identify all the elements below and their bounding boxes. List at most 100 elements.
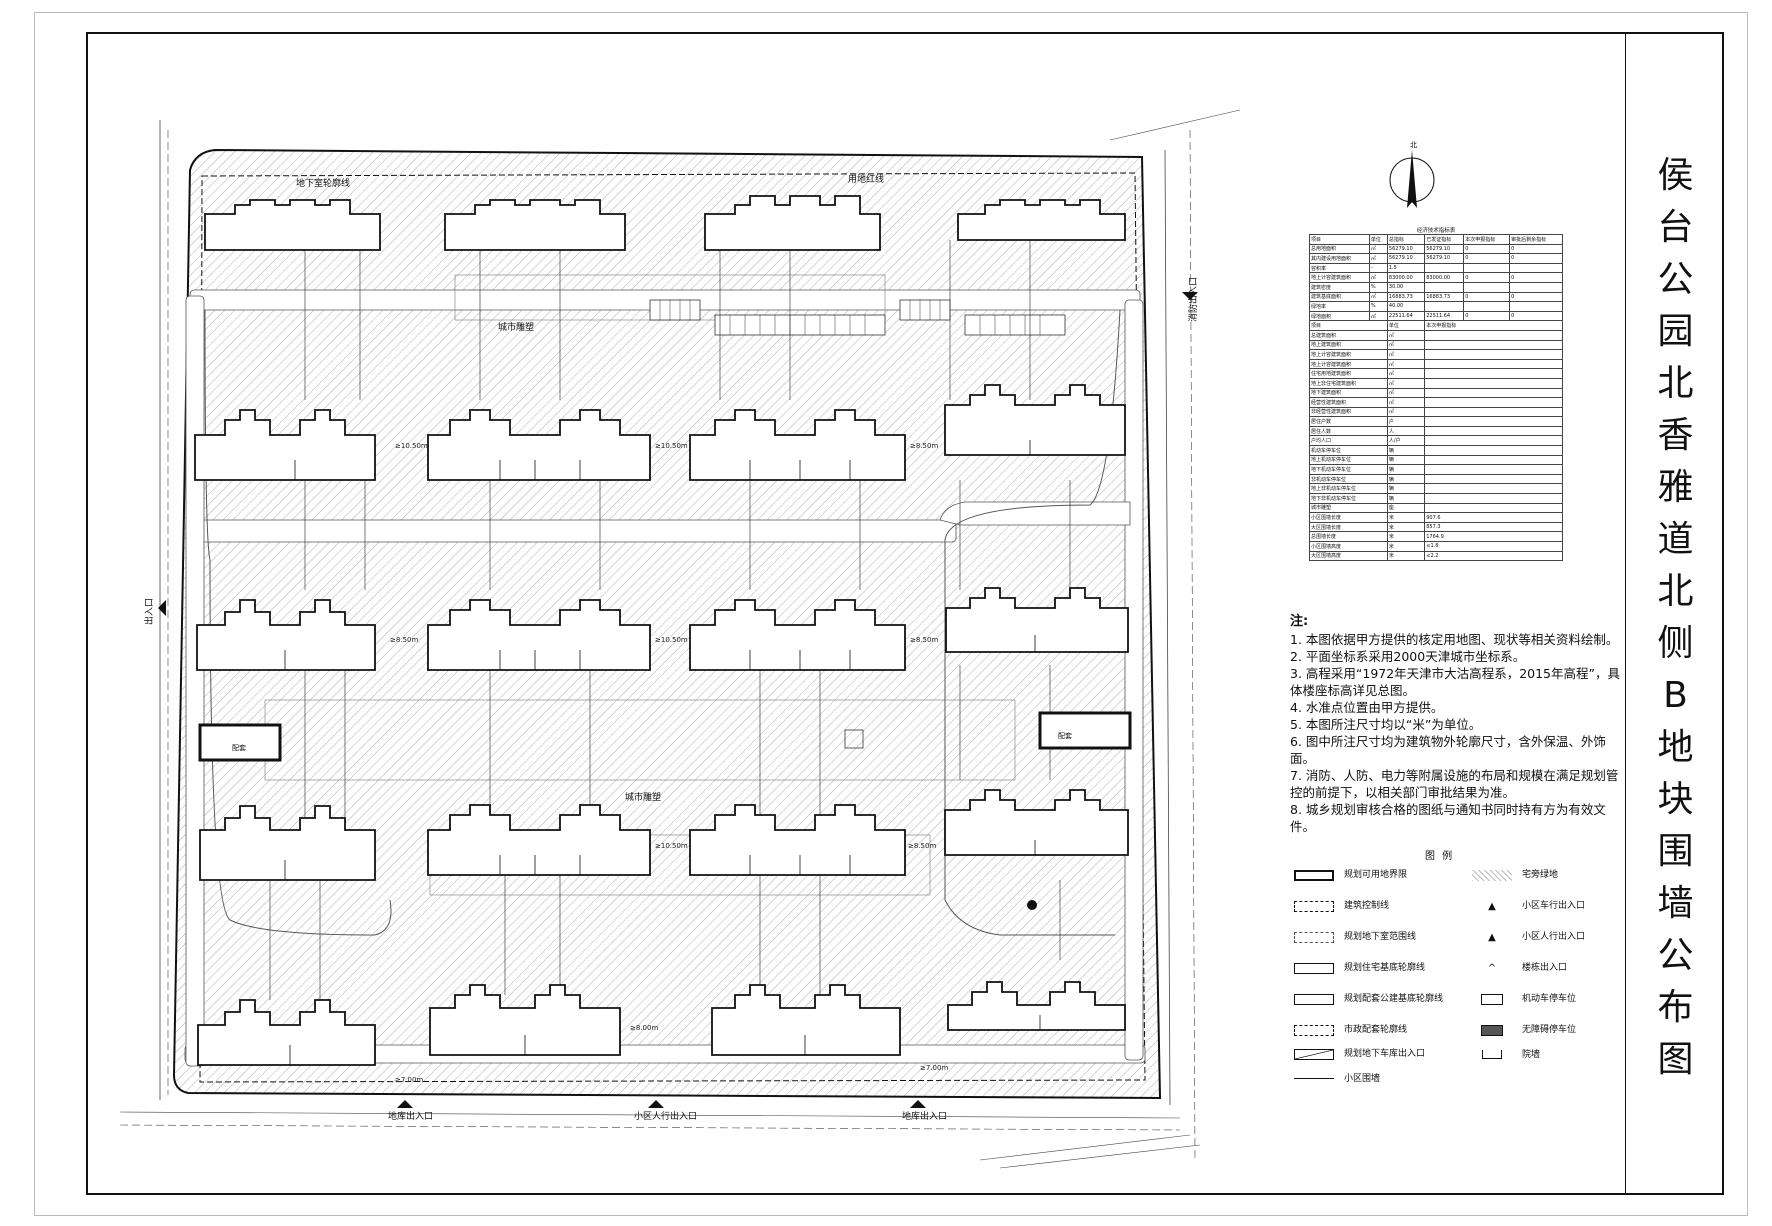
dim-label: ≥7.00m [395, 1076, 423, 1084]
notes-heading: 注: [1290, 614, 1309, 629]
label-plaza-mid: 城市雕塑 [625, 791, 661, 803]
note-line: 2. 平面坐标系采用2000天津城市坐标系。 [1290, 649, 1526, 664]
dim-label: ≥8.50m [910, 636, 938, 644]
table-row: 建筑密度%30.00 [1309, 281, 1563, 293]
title-char: 块 [1657, 779, 1694, 820]
table-row: 地下机动车停车位辆 [1309, 464, 1563, 475]
title-char: 雅 [1657, 467, 1694, 508]
title-char: B [1663, 675, 1688, 716]
table-row: 居住人数人 [1309, 425, 1563, 437]
legend-swatch-green [1472, 869, 1512, 881]
drawing-frame [86, 32, 1724, 1195]
dim-label: ≥10.50m [395, 442, 428, 450]
label-red-line: 用地红线 [848, 173, 884, 185]
title-char: 侧 [1657, 623, 1694, 664]
accessible-parking-icon [1472, 1024, 1512, 1036]
note-line: 体楼座标高详见总图。 [1290, 683, 1416, 698]
legend-item: 院墙 [1472, 1049, 1540, 1061]
legend-item: 市政配套轮廓线 [1294, 1024, 1407, 1036]
legend-item: 宅旁绿地 [1472, 869, 1558, 881]
legend-item: 规划配套公建基底轮廓线 [1294, 993, 1443, 1005]
vehicle-entrance-icon: ▲ [1488, 900, 1496, 912]
title-char: 北 [1657, 363, 1694, 404]
table-row: 机动车停车位辆 [1309, 445, 1563, 456]
title-char: 围 [1657, 831, 1694, 872]
legend-swatch-public [1294, 993, 1334, 1005]
note-line: 6. 图中所注尺寸均为建筑物外轮廓尺寸，含外保温、外饰面。 [1290, 734, 1606, 766]
dim-label: ≥10.50m [655, 636, 688, 644]
residential-buildings [194, 195, 1132, 1066]
title-char: 侯 [1657, 155, 1694, 196]
note-line: 4. 水准点位置由甲方提供。 [1290, 700, 1444, 715]
legend-item: 规划住宅基底轮廓线 [1294, 962, 1425, 974]
label-pedestrian-entrance: 小区人行出入口 [634, 1110, 697, 1122]
title-char: 台 [1657, 207, 1694, 248]
dim-label: ≥8.00m [630, 1024, 658, 1032]
title-char: 香 [1657, 415, 1694, 456]
dim-label: ≥10.50m [655, 442, 688, 450]
label-facility-right: 配套 [1058, 731, 1072, 740]
title-char: 公 [1657, 935, 1694, 976]
title-char: 墙 [1657, 883, 1694, 924]
title-char: 园 [1657, 311, 1694, 352]
note-line: 8. 城乡规划审核合格的图纸与通知书同时持有方为有效文件。 [1290, 802, 1606, 834]
table-row: 户均人口人/户 [1309, 435, 1563, 447]
table-subheader-row: 项目单位本次申报指标 [1309, 320, 1563, 331]
label-basement-line: 地下室轮廓线 [296, 177, 350, 189]
legend-item: 机动车停车位 [1472, 993, 1576, 1005]
table-row: 地上机动车停车位辆 [1309, 454, 1563, 466]
legend-item: 规划地下室范围线 [1294, 931, 1416, 943]
label-west-entrance: 出入口 [143, 598, 155, 625]
legend-swatch-wall [1294, 1078, 1334, 1080]
table-row: 小区围墙高度米≤1.8 [1309, 541, 1563, 552]
indicator-table: 经济技术指标表 项目单位总指标 已发证指标本次申报指标审批后剩余指标 总用地面积… [1309, 225, 1563, 562]
legend-item: ▲ 小区车行出入口 [1472, 900, 1585, 912]
dim-label: ≥8.50m [908, 842, 936, 850]
legend-swatch-basement [1294, 931, 1334, 943]
legend-swatch-residential [1294, 962, 1334, 974]
table-row: 城市雕塑座 [1309, 502, 1563, 514]
table-row: 地下非机动车停车位辆 [1309, 493, 1563, 504]
table-header-row: 项目单位总指标 已发证指标本次申报指标审批后剩余指标 [1309, 234, 1563, 245]
legend-item: 无障碍停车位 [1472, 1024, 1576, 1036]
legend-swatch-boundary [1294, 869, 1334, 881]
legend-item: 建筑控制线 [1294, 900, 1389, 912]
table-row: 居住户数户 [1309, 416, 1563, 427]
legend-item: 小区围墙 [1294, 1073, 1380, 1085]
legend-item: 规划地下车库出入口 [1294, 1048, 1425, 1060]
label-garage-left: 地库出入口 [388, 1110, 433, 1122]
north-label: 北 [1410, 141, 1417, 149]
legend-item: ▲ 小区人行出入口 [1472, 931, 1585, 943]
courtyard-wall-icon [1472, 1049, 1512, 1061]
title-char: 公 [1657, 259, 1694, 300]
sheet-border [34, 12, 1748, 1216]
table-row: 容积率-1.5 [1309, 262, 1563, 274]
legend-swatch-municipal [1294, 1024, 1334, 1036]
notes-block: 注: 1. 本图依据甲方提供的核定用地图、现状等相关资料绘制。 2. 平面坐标系… [1290, 613, 1630, 835]
table-row: 绿地率%40.00 [1309, 301, 1563, 312]
title-char: 布 [1657, 987, 1694, 1028]
title-char: 图 [1657, 1039, 1694, 1080]
legend-item: ^ 楼栋出入口 [1472, 962, 1567, 974]
dim-label: ≥10.50m [655, 842, 688, 850]
label-facility-left: 配套 [232, 743, 246, 752]
legend-swatch-control-line [1294, 900, 1334, 912]
dim-label: ≥8.50m [390, 636, 418, 644]
title-char: 道 [1657, 519, 1694, 560]
title-char: 地 [1657, 727, 1694, 768]
label-garage-right: 地库出入口 [902, 1110, 947, 1122]
dim-label: ≥7.00m [920, 1064, 948, 1072]
